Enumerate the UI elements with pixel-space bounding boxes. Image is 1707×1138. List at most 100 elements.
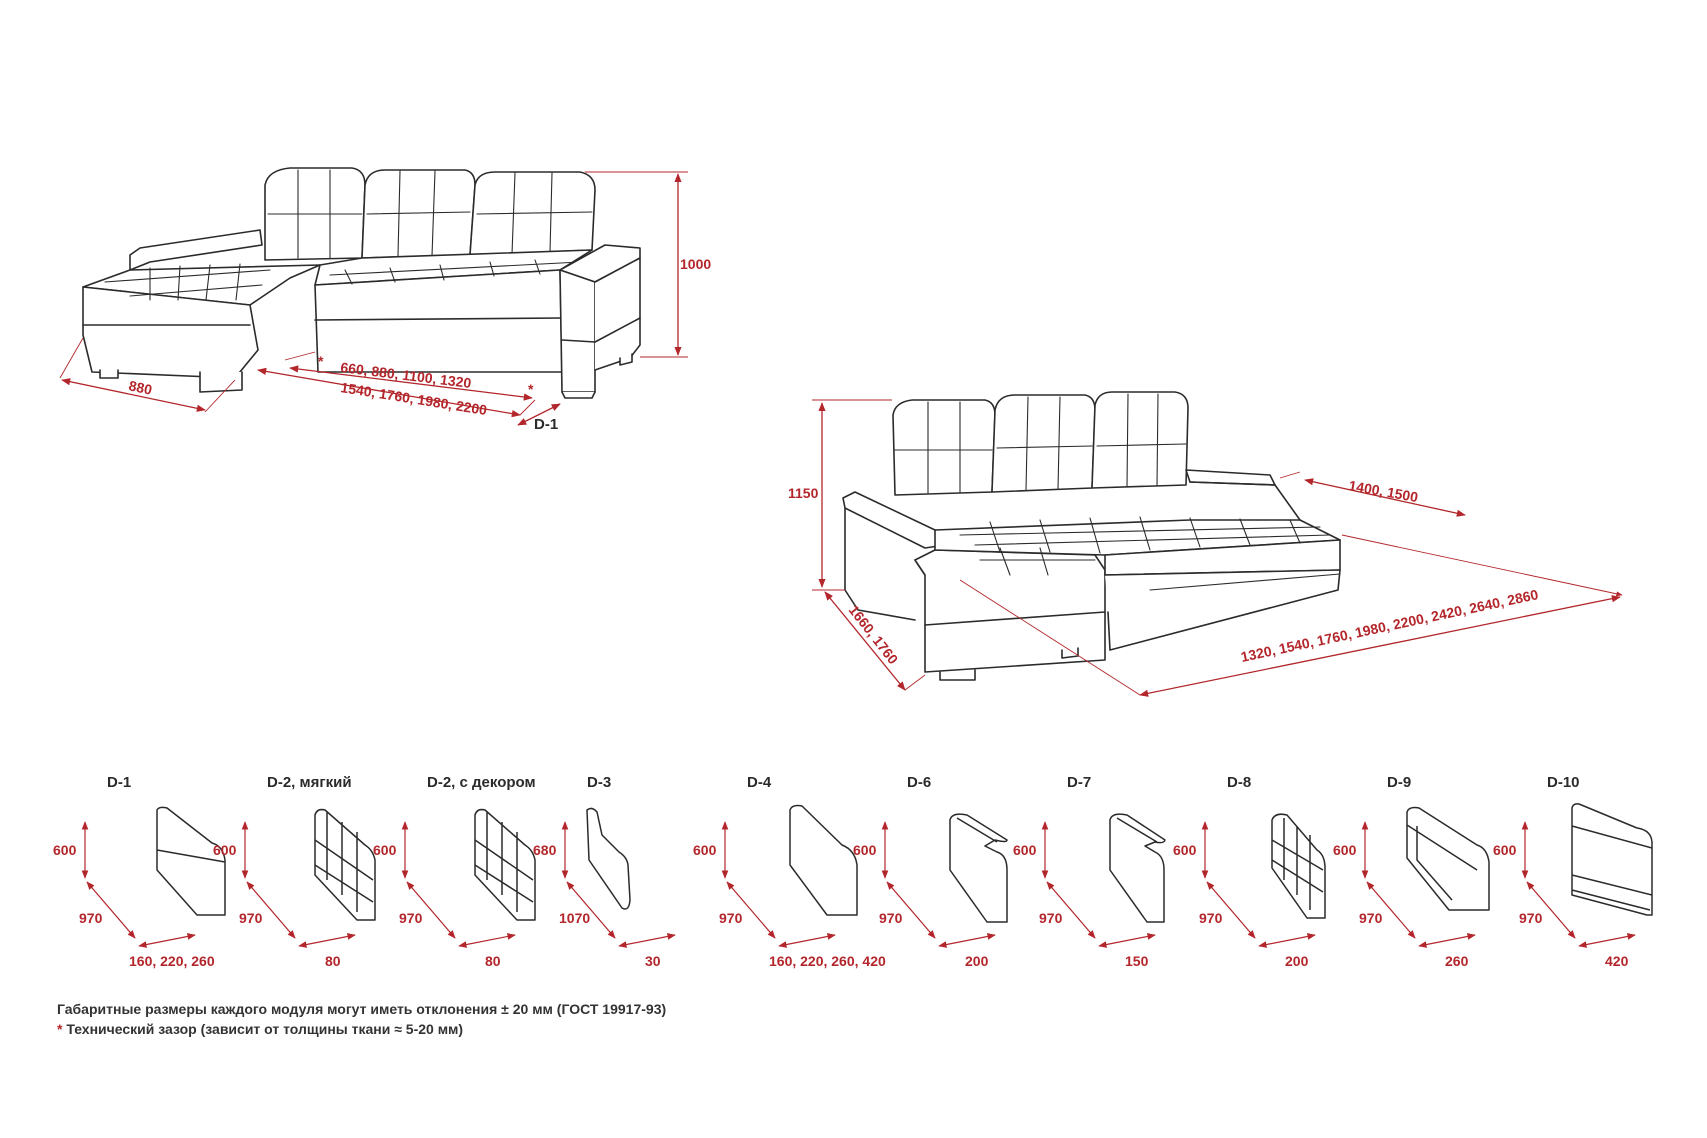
width-arrow xyxy=(1418,933,1476,948)
module-shape xyxy=(789,804,858,916)
corner-sofa-dimensions xyxy=(59,171,688,426)
modules-row: D-1 600 970 160, 220, 260 D-2, мягкий 600 970 8… xyxy=(53,774,1653,969)
sofa-height-label: 1000 xyxy=(680,256,711,272)
module-height-label: 600 xyxy=(1493,842,1517,858)
module-width-label: 150 xyxy=(1125,953,1149,969)
tolerance-note: Габаритные размеры каждого модуля могут … xyxy=(57,1001,667,1017)
module-depth-label: 970 xyxy=(879,910,903,926)
module-width-label: 160, 220, 260, 420 xyxy=(769,953,886,969)
module-label: D-1 xyxy=(107,774,131,791)
bed-depth-arrow xyxy=(824,591,906,691)
module-4: D-3 680 1070 30 xyxy=(533,774,676,969)
module-depth-label: 970 xyxy=(1039,910,1063,926)
module-depth-label: 970 xyxy=(1199,910,1223,926)
module-width-label: 420 xyxy=(1605,953,1629,969)
width-arrow xyxy=(618,933,676,948)
module-depth-label: 1070 xyxy=(559,910,590,926)
chaise-depth-label: 880 xyxy=(127,377,153,398)
module-shape xyxy=(586,807,631,910)
module-shape xyxy=(1406,806,1490,911)
width-arrow xyxy=(1258,933,1316,948)
module-width-label: 260 xyxy=(1445,953,1469,969)
depth-arrow xyxy=(406,881,456,939)
module-label: D-3 xyxy=(587,774,611,791)
chaise-depth-arrow xyxy=(61,378,206,412)
module-depth-label: 970 xyxy=(719,910,743,926)
module-height-label: 600 xyxy=(853,842,877,858)
module-label: D-10 xyxy=(1547,774,1580,791)
depth-arrow xyxy=(1366,881,1416,939)
module-label: D-7 xyxy=(1067,774,1091,791)
sofa-bed-drawing xyxy=(842,391,1341,681)
corner-sofa-drawing xyxy=(82,167,641,399)
bed-height-label: 1150 xyxy=(788,485,819,501)
gap-asterisk: * xyxy=(57,1021,63,1037)
gap-note-text: Технический зазор (зависит от толщины тк… xyxy=(62,1021,464,1037)
module-shape xyxy=(949,813,1008,923)
bed-depth-label: 1660, 1760 xyxy=(846,602,902,667)
module-3: D-2, с декором 600 970 80 xyxy=(373,774,536,969)
width-arrow xyxy=(1578,933,1636,948)
module-label: D-9 xyxy=(1387,774,1411,791)
module-7: D-7 600 970 150 xyxy=(1013,774,1166,969)
width-arrow xyxy=(778,933,836,948)
module-shape xyxy=(1271,813,1326,919)
depth-arrow xyxy=(86,881,136,939)
depth-arrow xyxy=(1526,881,1576,939)
module-label: D-8 xyxy=(1227,774,1251,791)
module-shape xyxy=(156,806,226,916)
module-width-label: 30 xyxy=(645,953,661,969)
module-shape xyxy=(314,808,376,921)
module-5: D-4 600 970 160, 220, 260, 420 xyxy=(693,774,886,969)
arm-width-arrow xyxy=(517,403,561,426)
arm-module-label: D-1 xyxy=(534,416,558,433)
depth-arrow xyxy=(1046,881,1096,939)
bed-width-arrow xyxy=(1304,478,1466,517)
module-width-label: 200 xyxy=(965,953,989,969)
module-8: D-8 600 970 200 xyxy=(1173,774,1326,969)
module-height-label: 600 xyxy=(1173,842,1197,858)
module-height-label: 600 xyxy=(53,842,77,858)
module-6: D-6 600 970 200 xyxy=(853,774,1008,969)
depth-arrow xyxy=(1206,881,1256,939)
module-shape xyxy=(474,808,536,921)
module-height-label: 600 xyxy=(373,842,397,858)
width-arrow xyxy=(298,933,356,948)
module-width-label: 80 xyxy=(485,953,501,969)
module-depth-label: 970 xyxy=(1519,910,1543,926)
width-arrow xyxy=(138,933,196,948)
module-label: D-2, с декором xyxy=(427,774,536,791)
width-arrow xyxy=(938,933,996,948)
module-shape xyxy=(1109,813,1166,923)
module-depth-label: 970 xyxy=(239,910,263,926)
width-arrow xyxy=(458,933,516,948)
module-9: D-9 600 970 260 xyxy=(1333,774,1490,969)
module-label: D-2, мягкий xyxy=(267,774,352,791)
module-label: D-6 xyxy=(907,774,931,791)
bed-length-arrow xyxy=(1139,595,1621,697)
depth-arrow xyxy=(246,881,296,939)
module-width-label: 200 xyxy=(1285,953,1309,969)
sofa-bed-dimensions xyxy=(812,399,1623,697)
module-height-label: 600 xyxy=(693,842,717,858)
gap-mark-left: * xyxy=(318,353,324,369)
module-height-label: 600 xyxy=(213,842,237,858)
depth-arrow xyxy=(886,881,936,939)
module-height-label: 600 xyxy=(1013,842,1037,858)
module-depth-label: 970 xyxy=(399,910,423,926)
module-height-label: 600 xyxy=(1333,842,1357,858)
depth-arrow xyxy=(566,881,616,939)
module-label: D-4 xyxy=(747,774,772,791)
module-10: D-10 600 970 420 xyxy=(1493,774,1653,969)
module-depth-label: 970 xyxy=(1359,910,1383,926)
module-shape xyxy=(1571,803,1653,916)
bed-width-label: 1400, 1500 xyxy=(1347,477,1419,505)
module-height-label: 680 xyxy=(533,842,557,858)
gap-note: * Технический зазор (зависит от толщины … xyxy=(57,1021,463,1037)
module-depth-label: 970 xyxy=(79,910,103,926)
depth-arrow xyxy=(726,881,776,939)
gap-mark-right: * xyxy=(528,381,534,397)
module-width-label: 160, 220, 260 xyxy=(129,953,215,969)
